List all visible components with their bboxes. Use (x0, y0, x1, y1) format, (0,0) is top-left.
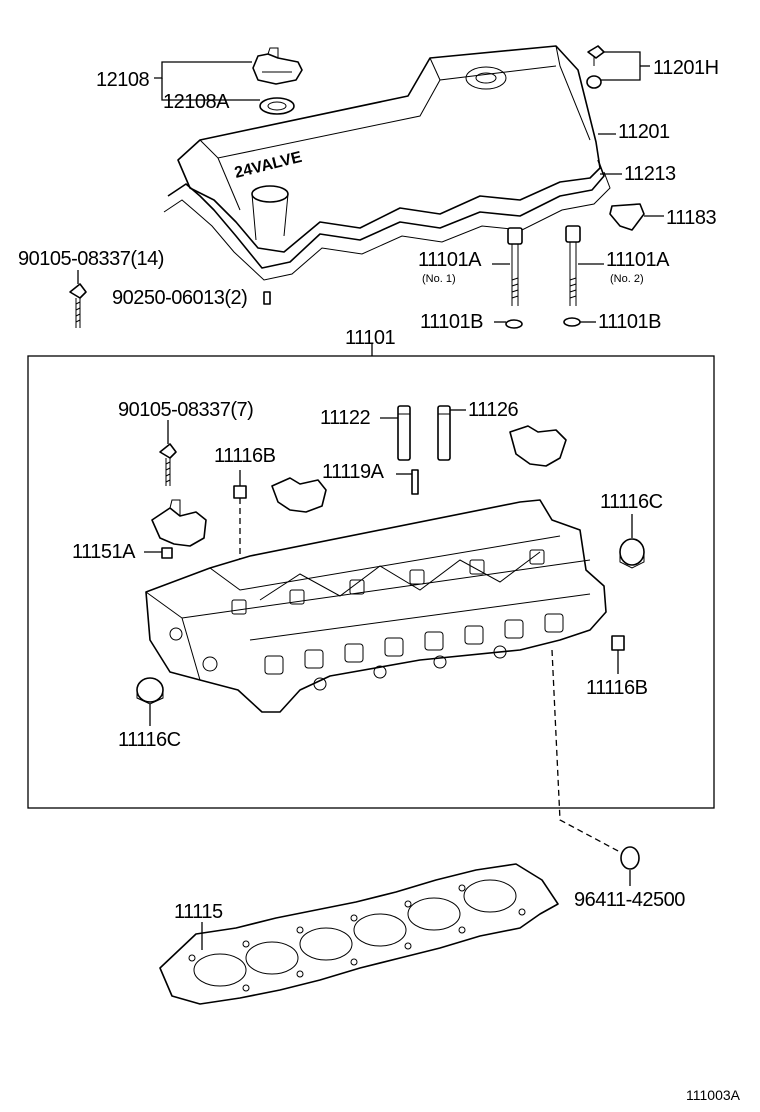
valve-guide-bushing-2 (437, 405, 451, 461)
label-11101B-1: 11101B (420, 311, 483, 333)
oil-filler-cap (252, 47, 303, 85)
label-90105-08337-14: 90105-08337(14) (18, 248, 164, 270)
label-11101: 11101 (345, 327, 396, 349)
label-11126: 11126 (468, 399, 519, 421)
cylinder-head-body (145, 499, 607, 713)
cup-plug-11116C-right (619, 538, 645, 569)
head-cover-gasket (163, 159, 611, 281)
plug-11116B-top (233, 485, 247, 499)
label-11101B-2: 11101B (598, 311, 661, 333)
label-11101A-no2: 11101A (606, 249, 670, 271)
plug-11116B-right (611, 635, 625, 651)
label-96411-42500: 96411-42500 (574, 889, 685, 911)
cylinder-head-cover: 24VALVE (177, 45, 601, 253)
expansion-plug-96411 (620, 846, 640, 870)
head-bolt-washer-2 (563, 317, 581, 327)
cylinder-head-gasket (159, 863, 559, 1005)
cam-bearing-cap-right (509, 425, 567, 467)
label-11116B-right: 11116B (586, 677, 648, 699)
label-90105-08337-7: 90105-08337(7) (118, 399, 253, 421)
label-11213: 11213 (624, 163, 676, 185)
cup-plug-11116C-left (136, 677, 164, 705)
valve-guide-bushing (397, 405, 411, 461)
label-11101A-no1-note: (No. 1) (422, 273, 456, 285)
head-bolt-washer-1 (505, 319, 523, 329)
ring-11151A (161, 547, 173, 559)
label-11116C-left: 11116C (118, 729, 181, 751)
label-12108A: 12108A (163, 91, 230, 113)
head-bolt-no2 (565, 225, 581, 306)
diagram-code: 111003A (686, 1087, 741, 1103)
oil-filler-cap-gasket (259, 97, 295, 115)
straight-pin (411, 469, 419, 495)
bolt-90105-7 (159, 443, 177, 486)
label-11115: 11115 (174, 901, 223, 923)
bolt-90105-14 (69, 283, 87, 328)
label-12108: 12108 (96, 69, 149, 91)
label-11101A-no2-note: (No. 2) (610, 273, 644, 285)
head-bolt-no1 (507, 227, 523, 306)
label-11151A: 11151A (72, 541, 136, 563)
cylinder-head-subassembly-frame (27, 355, 715, 809)
label-11201H: 11201H (653, 57, 719, 79)
label-11122: 11122 (320, 407, 371, 429)
dowel-pin (263, 291, 271, 305)
label-11183: 11183 (666, 207, 717, 229)
label-11116B-top: 11116B (214, 445, 276, 467)
cover-bolt-11201H (586, 45, 605, 89)
label-11101A-no1: 11101A (418, 249, 482, 271)
semi-circular-plug (609, 203, 645, 231)
label-90250-06013: 90250-06013(2) (112, 287, 247, 309)
label-11116C-right: 11116C (600, 491, 663, 513)
cam-bearing-cap-left (151, 499, 207, 547)
label-11119A: 11119A (322, 461, 385, 483)
cam-bearing-cap-mid (271, 477, 327, 513)
label-11201: 11201 (618, 121, 670, 143)
